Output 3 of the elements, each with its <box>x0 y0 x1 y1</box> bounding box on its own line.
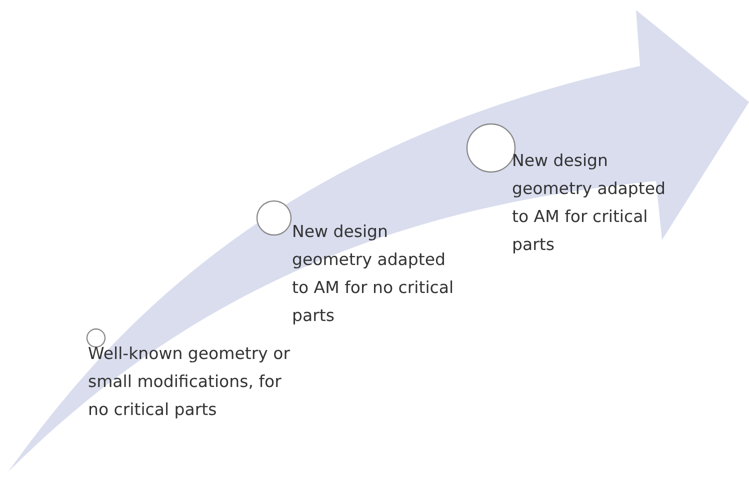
step-description: Well-known geometry or small modifications, for no critical parts <box>88 343 292 421</box>
step-description: New design geometry adapted to AM for no critical parts <box>292 221 455 327</box>
step-description: New design geometry adapted to AM for critical parts <box>512 150 666 256</box>
